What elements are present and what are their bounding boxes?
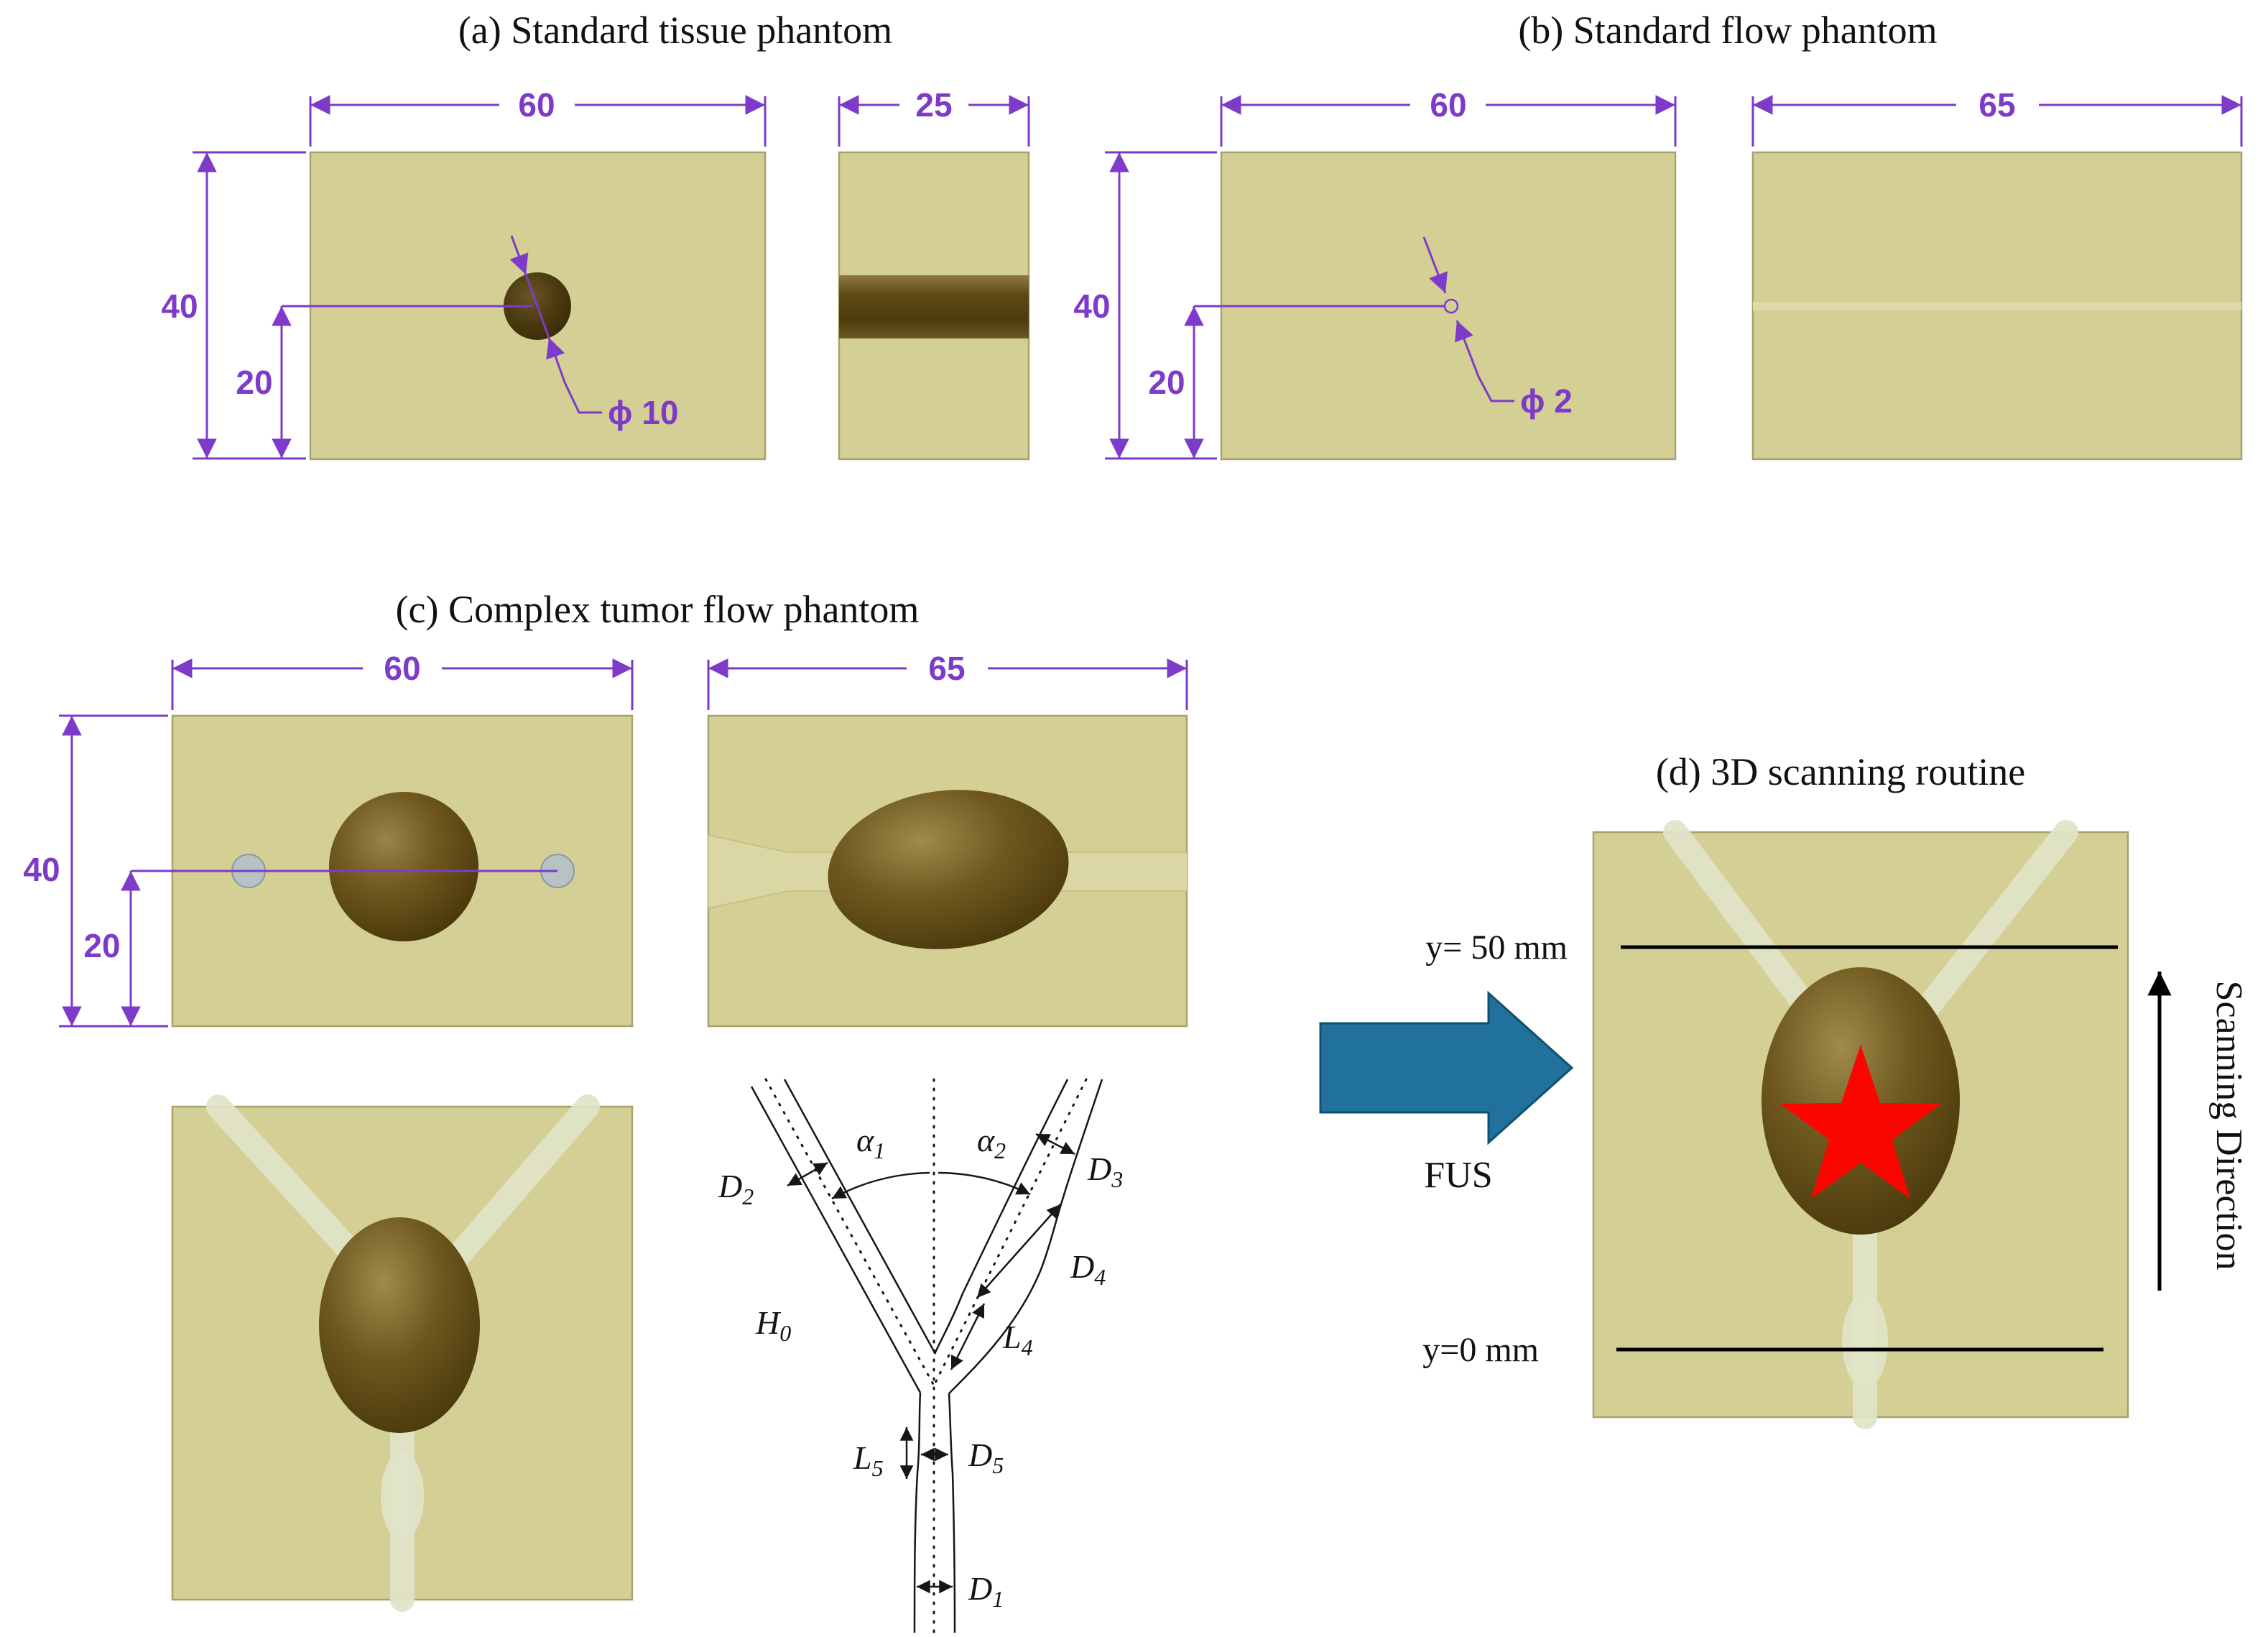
schematic-trunk-right-wall xyxy=(948,1393,956,1633)
panel-c-tumor-egg xyxy=(319,1217,480,1433)
panel-a-title: (a) Standard tissue phantom xyxy=(458,9,892,52)
fus-label: FUS xyxy=(1424,1155,1492,1196)
panel-a-dim-width-label: 60 xyxy=(518,86,555,124)
panel-a-dim-height-label: 40 xyxy=(161,287,198,325)
panel-b-dim-offset: 20 xyxy=(1148,305,1445,458)
panel-b-dim-side-width-label: 65 xyxy=(1978,86,2015,124)
panel-c-dim-height-label: 40 xyxy=(23,851,60,888)
red-star-icon xyxy=(1780,1045,1941,1199)
panel-b-dim-width-label: 60 xyxy=(1430,86,1466,124)
angle-arc-alpha1 xyxy=(831,1171,930,1200)
panel-d-title: (d) 3D scanning routine xyxy=(1656,750,2025,793)
arrow-l4 xyxy=(950,1303,986,1370)
label-l4: L4 xyxy=(1002,1319,1033,1360)
panel-c-dim-offset-label: 20 xyxy=(83,927,120,964)
label-d5: D5 xyxy=(968,1437,1004,1478)
panel-b-dim-diameter: ϕ 2 xyxy=(1422,236,1573,420)
panel-c-dim-width: 60 xyxy=(171,650,634,710)
panel-b-dim-height: 40 xyxy=(1073,151,1217,460)
panel-b-dim-diameter-label: ϕ 2 xyxy=(1520,382,1573,420)
schematic-trunk-left-wall xyxy=(913,1392,922,1633)
panel-c-schematic: α1 α2 D2 D3 D4 L4 H0 L5 D5 D1 xyxy=(718,1078,1123,1634)
panel-b-dim-side-width: 65 xyxy=(1751,86,2243,147)
panel-b-dim-offset-label: 20 xyxy=(1148,364,1185,401)
label-d3: D3 xyxy=(1087,1150,1123,1192)
panel-a-dim-height: 40 xyxy=(161,151,306,460)
panel-c-bifurcation-block xyxy=(171,1094,634,1612)
panel-d-vessel-bulge xyxy=(1842,1294,1888,1388)
arrow-d2 xyxy=(787,1161,828,1187)
panel-a-dim-diameter-label: ϕ 10 xyxy=(608,394,678,431)
panel-b-dim-height-label: 40 xyxy=(1073,287,1110,325)
panel-c-tumor-ellipsoid xyxy=(828,790,1069,949)
angle-arc-alpha2 xyxy=(938,1171,1031,1196)
panel-b-channel-circle xyxy=(1443,298,1459,314)
panel-a-dim-diameter: ϕ 10 xyxy=(509,235,678,431)
panel-b: (b) Standard flow phantom 60 40 20 ϕ 2 xyxy=(1073,9,2243,461)
label-alpha2: α2 xyxy=(977,1122,1006,1163)
panel-d: (d) 3D scanning routine y= 50 mm y=0 mm … xyxy=(1319,750,2249,1429)
label-d4: D4 xyxy=(1070,1248,1106,1290)
vessel-bulge xyxy=(381,1452,424,1541)
schematic-left-inner-wall xyxy=(783,1079,937,1355)
label-l5: L5 xyxy=(853,1439,884,1481)
panel-b-side-channel xyxy=(1753,302,2241,310)
panel-c: (c) Complex tumor flow phantom 60 40 20 xyxy=(23,588,1188,1634)
arrow-d3 xyxy=(1035,1133,1075,1156)
panel-a-side-channel xyxy=(839,275,1029,338)
panel-c-dim-side-width-label: 65 xyxy=(928,650,965,687)
schematic-left-outer-wall xyxy=(750,1086,922,1393)
panel-a-dim-side-width: 25 xyxy=(838,86,1030,147)
panel-c-dim-offset: 20 xyxy=(83,870,557,1026)
panel-a-dim-offset: 20 xyxy=(236,305,533,458)
arrow-d4 xyxy=(976,1204,1061,1299)
panel-a-dim-side-width-label: 25 xyxy=(915,86,952,124)
panel-b-dim-width: 60 xyxy=(1220,86,1677,147)
label-d1: D1 xyxy=(968,1570,1004,1612)
panel-b-title: (b) Standard flow phantom xyxy=(1518,9,1937,52)
scanning-direction-label: Scanning Direction xyxy=(2208,981,2249,1271)
panel-a: (a) Standard tissue phantom 60 40 20 ϕ 1… xyxy=(161,9,1030,461)
panel-c-dim-height: 40 xyxy=(23,714,168,1028)
label-h0: H0 xyxy=(755,1304,791,1346)
panel-c-dim-side-width: 65 xyxy=(707,650,1188,710)
panel-a-dim-offset-label: 20 xyxy=(236,364,272,401)
panel-c-tumor-sphere xyxy=(329,792,478,941)
y-top-label: y= 50 mm xyxy=(1425,928,1568,967)
fus-arrow-icon xyxy=(1319,990,1574,1145)
label-alpha1: α1 xyxy=(856,1122,885,1163)
label-d2: D2 xyxy=(718,1168,754,1209)
panel-a-dim-width: 60 xyxy=(309,86,767,147)
panel-c-dim-width-label: 60 xyxy=(384,650,420,687)
y-bottom-label: y=0 mm xyxy=(1422,1331,1539,1369)
panel-c-title: (c) Complex tumor flow phantom xyxy=(396,588,920,631)
